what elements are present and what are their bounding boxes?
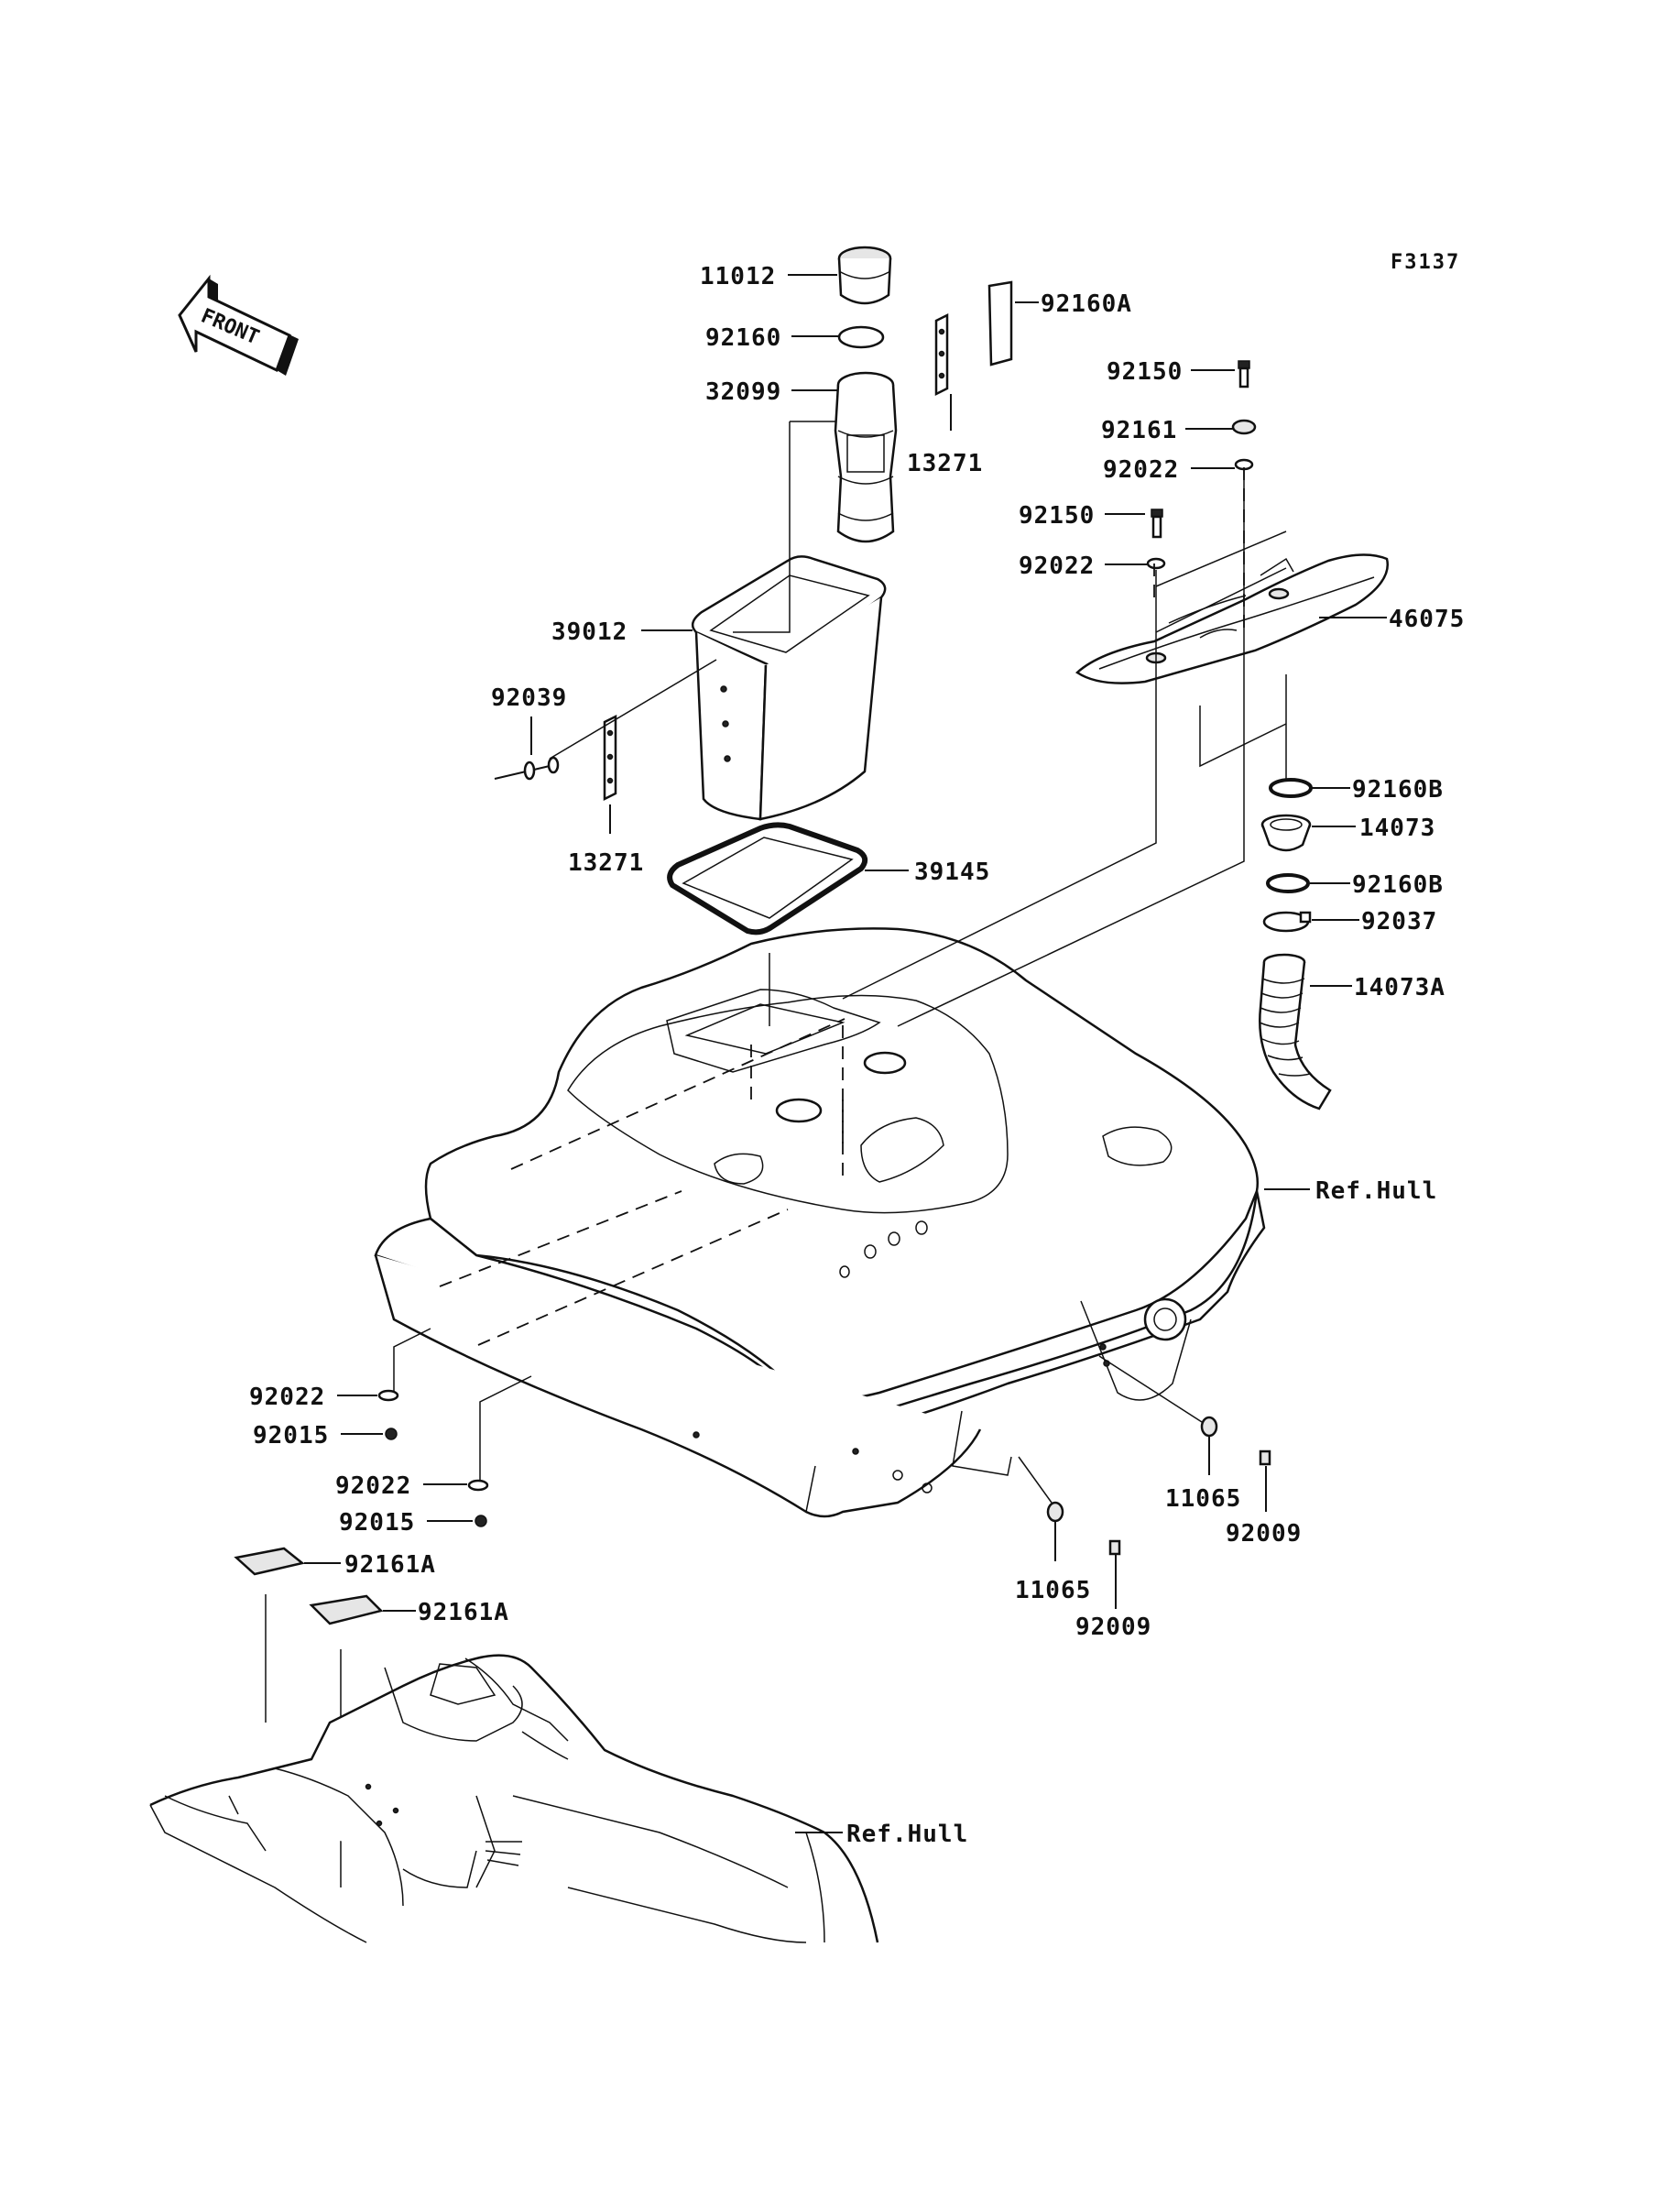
front-arrow-icon: FRONT [178, 274, 299, 376]
label-ref-hull-a: Ref.Hull [1315, 1177, 1437, 1205]
label-ref-hull-b: Ref.Hull [846, 1821, 968, 1848]
nut-92015-a [385, 1428, 398, 1440]
gasket-39145 [667, 822, 868, 935]
washer-92022-b [1146, 557, 1166, 570]
gasket-92160 [837, 325, 885, 349]
label-92022-b: 92022 [1019, 552, 1095, 580]
label-11065-a: 11065 [1165, 1485, 1241, 1513]
screw-92009-a [1259, 1450, 1271, 1466]
label-92160A: 92160A [1041, 290, 1132, 318]
label-92015-a: 92015 [253, 1422, 329, 1450]
label-39012: 39012 [551, 618, 627, 646]
label-92160B-a: 92160B [1352, 776, 1444, 804]
label-39145: 39145 [914, 859, 990, 886]
strip-13271-bottom [603, 714, 617, 802]
cap-11012 [837, 246, 892, 305]
decal-92161A-a [234, 1547, 305, 1576]
clamp-92037 [1262, 911, 1312, 933]
figure-code: F3137 [1391, 251, 1460, 274]
label-92160: 92160 [705, 324, 781, 352]
deck-hull [374, 927, 1266, 1518]
label-92022-c: 92022 [249, 1384, 325, 1411]
label-92150-a: 92150 [1107, 358, 1183, 386]
screw-92009-b [1108, 1539, 1121, 1556]
label-92009-b: 92009 [1075, 1614, 1151, 1641]
ring-92160B-b [1266, 873, 1310, 893]
grommet-11065-b [1046, 1501, 1064, 1523]
label-92022-a: 92022 [1103, 456, 1179, 484]
bolt-92150-b [1151, 509, 1163, 539]
label-11065-b: 11065 [1015, 1577, 1091, 1604]
label-92160B-b: 92160B [1352, 871, 1444, 899]
label-13271-bottom: 13271 [568, 849, 644, 877]
label-46075: 46075 [1389, 606, 1465, 633]
label-11012: 11012 [700, 263, 776, 290]
strip-13271-top [934, 312, 949, 397]
label-13271-top: 13271 [907, 450, 983, 477]
storage-box-39012 [691, 555, 887, 821]
washer-92022-d [467, 1479, 489, 1492]
label-92039: 92039 [491, 684, 567, 712]
pad-92160A [987, 280, 1013, 366]
collar-14073 [1260, 814, 1312, 852]
washer-92161 [1231, 419, 1257, 435]
label-92022-d: 92022 [335, 1472, 411, 1500]
pipe-32099 [834, 371, 898, 543]
label-92161A-b: 92161A [418, 1599, 509, 1626]
rear-hull [149, 1654, 879, 1943]
nut-92015-b [475, 1515, 487, 1527]
label-14073A: 14073A [1354, 974, 1445, 1001]
label-14073: 14073 [1359, 815, 1435, 842]
ring-92160B-a [1269, 778, 1313, 798]
bolt-92150-a [1238, 360, 1250, 388]
label-92161: 92161 [1101, 417, 1177, 444]
label-92009-a: 92009 [1226, 1520, 1302, 1548]
pin-92039 [494, 756, 560, 781]
hose-14073A [1259, 953, 1332, 1110]
handle-46075 [1075, 553, 1390, 684]
label-32099: 32099 [705, 378, 781, 406]
decal-92161A-b [309, 1594, 384, 1625]
washer-92022-c [377, 1389, 399, 1402]
label-92037: 92037 [1361, 908, 1437, 935]
label-92161A-a: 92161A [344, 1551, 436, 1579]
grommet-11065-a [1200, 1416, 1218, 1438]
label-92015-b: 92015 [339, 1509, 415, 1537]
label-92150-b: 92150 [1019, 502, 1095, 530]
